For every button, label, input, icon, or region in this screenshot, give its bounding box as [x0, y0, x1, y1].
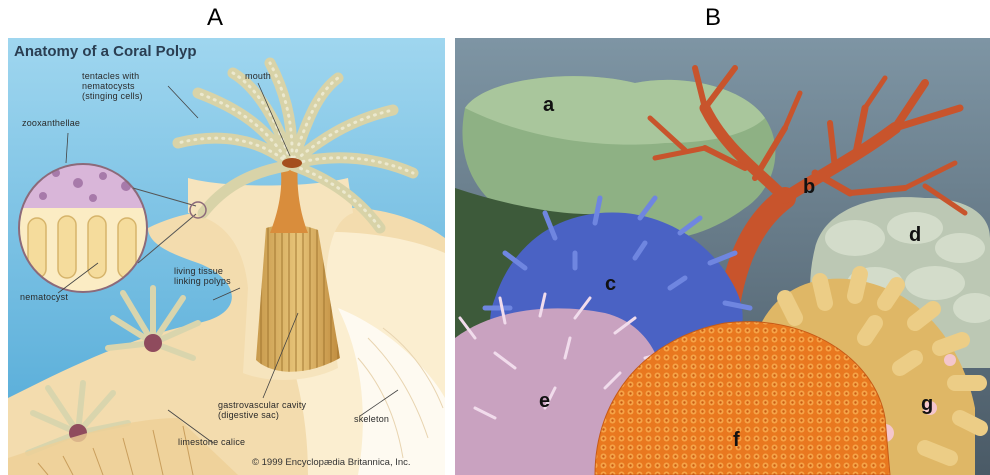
- label-skeleton: skeleton: [354, 414, 389, 424]
- label-f: f: [733, 429, 740, 452]
- label-limestone-calice: limestone calice: [178, 437, 245, 447]
- polyp-anatomy-panel: Anatomy of a Coral Polyp tentacles with …: [8, 38, 445, 475]
- diagram-title: Anatomy of a Coral Polyp: [14, 43, 197, 60]
- label-mouth: mouth: [245, 71, 271, 81]
- label-zooxanthellae: zooxanthellae: [22, 118, 80, 128]
- copyright-notice: © 1999 Encyclopædia Britannica, Inc.: [252, 457, 411, 468]
- coral-types-panel: a b c d e f g: [455, 38, 990, 475]
- label-a: a: [543, 94, 554, 117]
- mouth: [282, 158, 302, 168]
- label-living-tissue: living tissue linking polyps: [174, 266, 231, 286]
- panel-b-letter: B: [705, 4, 721, 32]
- panel-a-letter: A: [207, 4, 223, 32]
- label-gastrovascular-cavity: gastrovascular cavity (digestive sac): [218, 400, 306, 420]
- label-tentacles: tentacles with nematocysts (stinging cel…: [82, 71, 143, 101]
- label-d: d: [909, 224, 921, 247]
- label-e: e: [539, 390, 550, 413]
- reef-illustration: [455, 38, 990, 475]
- label-g: g: [921, 393, 933, 416]
- label-c: c: [605, 273, 616, 296]
- label-b: b: [803, 176, 815, 199]
- label-nematocyst: nematocyst: [20, 292, 68, 302]
